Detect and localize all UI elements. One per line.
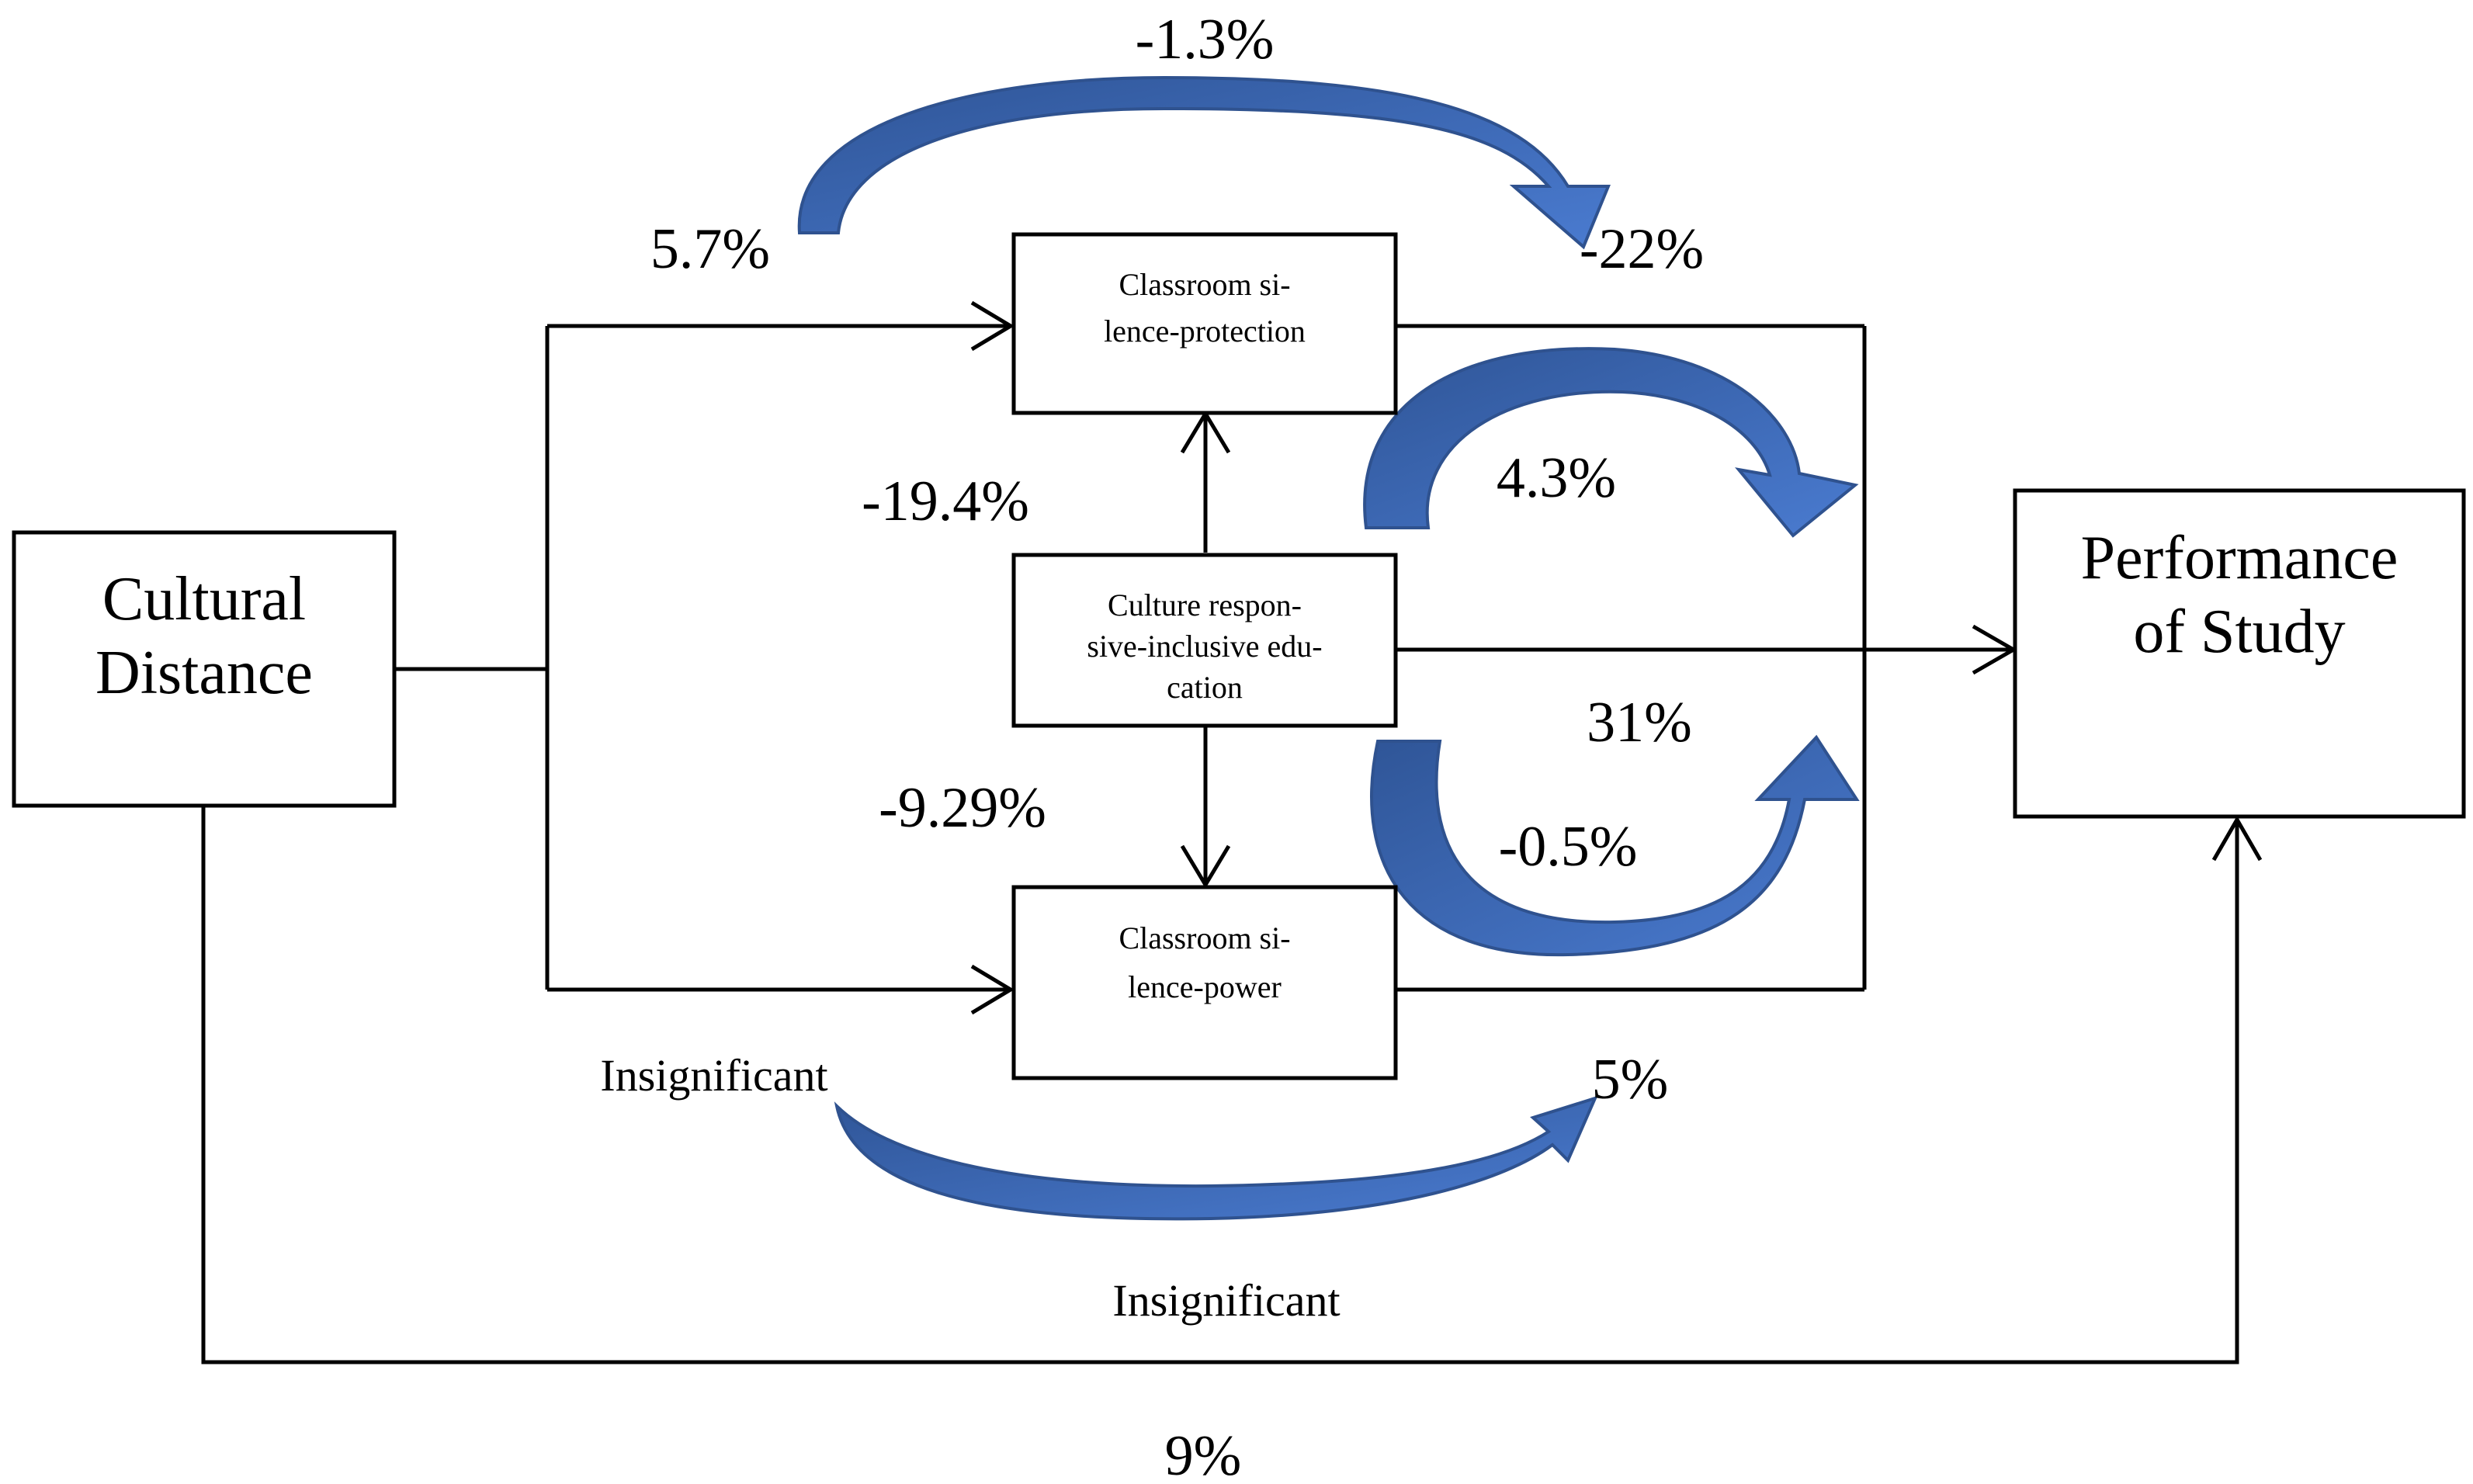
cre-to-power-label: -9.29% <box>879 776 1046 840</box>
cd-to-performance-line <box>201 807 2239 1364</box>
cd-performance-arrowhead <box>2211 815 2263 862</box>
top-curve-label: -1.3% <box>1136 8 1275 71</box>
power-curved-arrow <box>1370 734 1860 957</box>
silence-power-label-line2: lence-power <box>1128 969 1282 1004</box>
cultural-distance-label-line1: Cultural <box>102 565 306 633</box>
cultural-distance-label-line2: Distance <box>95 639 313 707</box>
cre-down-arrowhead <box>1180 844 1231 889</box>
culture-responsive-node: Culture respon- sive-inclusive edu- cati… <box>1011 553 1398 728</box>
cre-to-protection-label: -19.4% <box>862 470 1029 533</box>
silence-power-label-line1: Classroom si- <box>1119 921 1290 955</box>
protection-mediation-label: 4.3% <box>1497 446 1616 510</box>
bottom-curved-arrow <box>834 1095 1598 1221</box>
silence-protection-label-line2: lence-protection <box>1104 314 1306 348</box>
culture-responsive-label-line3: cation <box>1167 670 1243 705</box>
power-to-performance-label: 5% <box>1592 1048 1669 1111</box>
top-curved-arrow <box>797 75 1611 250</box>
cultural-distance-node: Cultural Distance <box>12 530 397 808</box>
silence-protection-label-line1: Classroom si- <box>1119 267 1290 302</box>
protection-to-performance-label: -22% <box>1580 217 1704 281</box>
power-arrowhead <box>970 964 1015 1015</box>
performance-label-line1: Performance <box>2081 524 2398 592</box>
cre-to-performance-label: 31% <box>1587 691 1692 754</box>
protection-arrowhead <box>970 300 1015 352</box>
cd-to-power-label: Insignificant <box>600 1050 827 1101</box>
cd-to-performance-significance-label: Insignificant <box>1112 1275 1340 1326</box>
protection-curved-arrow <box>1363 347 1859 538</box>
cd-to-protection-label: 5.7% <box>650 217 770 281</box>
performance-label-line2: of Study <box>2133 598 2345 666</box>
cd-to-performance-label: 9% <box>1165 1424 1242 1484</box>
silence-power-node: Classroom si- lence-power <box>1011 885 1398 1080</box>
culture-responsive-label-line2: sive-inclusive edu- <box>1087 629 1322 664</box>
silence-protection-node: Classroom si- lence-protection <box>1011 232 1398 415</box>
performance-node: Performance of Study <box>2013 488 2466 819</box>
power-mediation-label: -0.5% <box>1499 815 1638 879</box>
culture-responsive-label-line1: Culture respon- <box>1108 588 1302 622</box>
